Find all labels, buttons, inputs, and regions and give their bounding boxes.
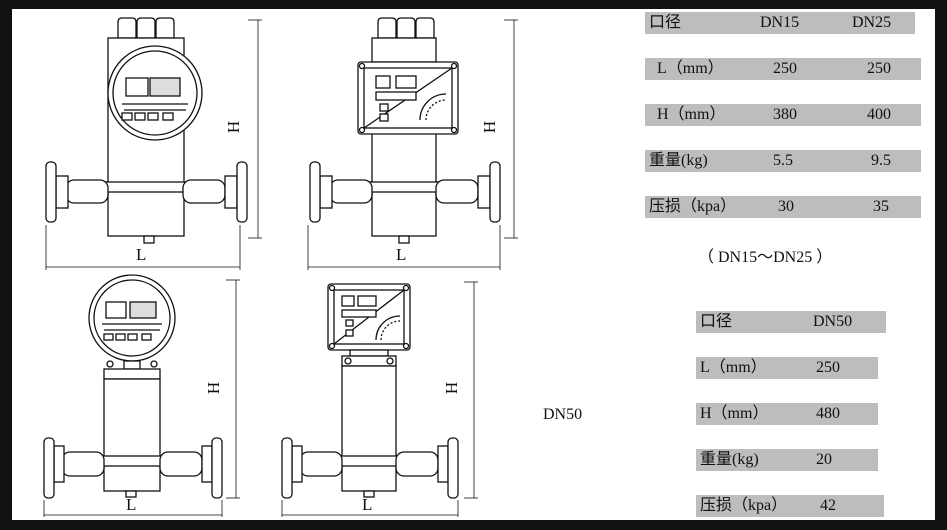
spec-row-label: 重量(kg)	[700, 451, 759, 468]
meter-drawing-square-panel-bottom	[281, 281, 478, 517]
spec-row-height: H（mm） 380 400	[645, 104, 921, 126]
spec-header-row: 口径 DN15 DN25	[645, 12, 915, 34]
spec-row-weight: 重量(kg) 5.5 9.5	[645, 150, 921, 172]
dim-height-label: H	[204, 382, 223, 394]
spec-row-value: 400	[867, 106, 891, 123]
spec-row-label: 重量(kg)	[649, 152, 708, 169]
dn50-label: DN50	[543, 406, 583, 423]
spec-row-value: 5.5	[773, 152, 793, 169]
spec-row-value: 480	[816, 405, 840, 422]
spec-header-row: 口径 DN50	[696, 311, 886, 333]
spec-row-value: 250	[773, 60, 797, 77]
spec-header-dn50: DN50	[813, 313, 853, 330]
dim-height-label: H	[224, 121, 243, 133]
meter-drawing-round-dial-bottom	[43, 274, 240, 517]
spec-header-dn25: DN25	[852, 14, 892, 31]
spec-row-weight: 重量(kg) 20	[696, 449, 878, 471]
spec-header-dn15: DN15	[760, 14, 800, 31]
spec-row-length: L（mm） 250	[696, 357, 878, 379]
spec-range-note: （ DN15～DN25 ）	[698, 249, 833, 266]
spec-row-value: 20	[816, 451, 832, 468]
spec-row-pressure-loss: 压损（kpa） 30 35	[645, 196, 921, 218]
spec-row-length: L（mm） 250 250	[645, 58, 921, 80]
spec-header-label: 口径	[700, 313, 733, 330]
meter-drawing-round-dial-top	[45, 17, 262, 270]
spec-row-value: 250	[816, 359, 840, 376]
spec-row-label: H（mm）	[657, 106, 726, 123]
spec-row-value: 35	[873, 198, 889, 215]
spec-row-value: 9.5	[871, 152, 891, 169]
dim-height-label: H	[480, 121, 499, 133]
dim-height-label: H	[442, 382, 461, 394]
spec-row-label: 压损（kpa）	[649, 198, 737, 215]
spec-row-value: 380	[773, 106, 797, 123]
dim-length-label: L	[362, 495, 372, 514]
spec-header-label: 口径	[649, 14, 682, 31]
spec-row-pressure-loss: 压损（kpa） 42	[696, 495, 884, 517]
spec-row-height: H（mm） 480	[696, 403, 878, 425]
dim-length-label: L	[126, 495, 136, 514]
spec-row-label: L（mm）	[700, 359, 767, 376]
dim-length-label: L	[396, 245, 406, 264]
meter-drawing-square-panel-top	[307, 17, 518, 270]
spec-row-label: 压损（kpa）	[700, 497, 788, 514]
spec-row-value: 30	[778, 198, 794, 215]
dim-length-label: L	[136, 245, 146, 264]
spec-row-label: H（mm）	[700, 405, 769, 422]
spec-row-label: L（mm）	[657, 60, 724, 77]
spec-row-value: 42	[820, 497, 836, 514]
spec-row-value: 250	[867, 60, 891, 77]
